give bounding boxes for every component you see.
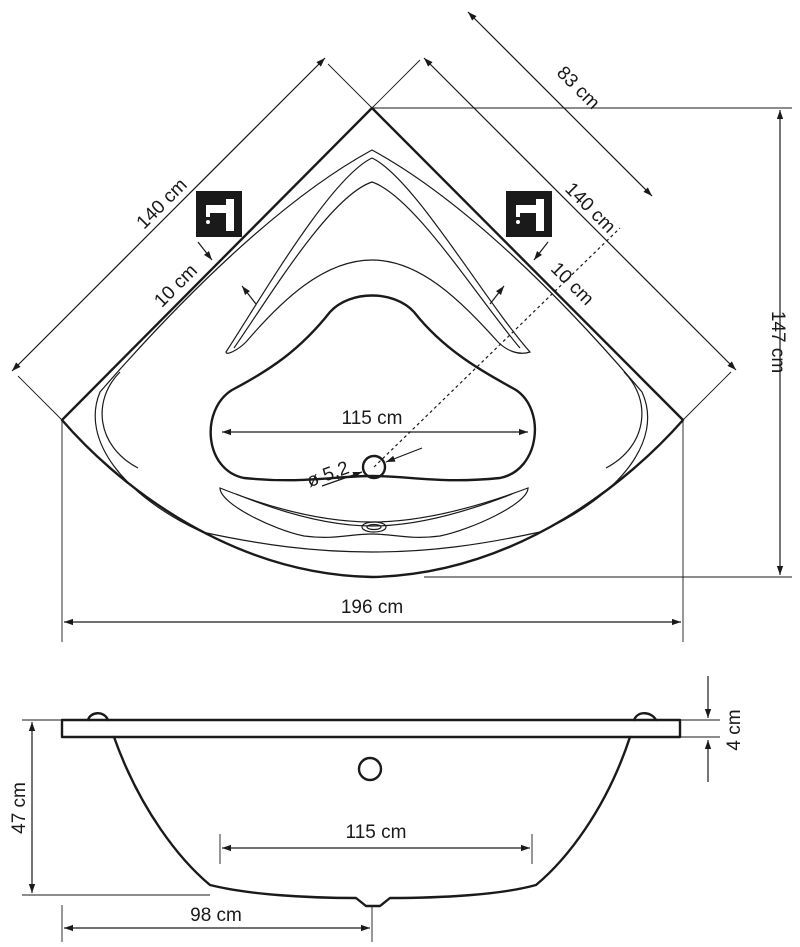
ext-line <box>327 63 373 109</box>
label-depth-corner: 83 cm <box>552 62 603 113</box>
overflow-hole <box>361 521 387 533</box>
faucet-icon <box>196 191 242 237</box>
top-view: 140 cm 83 cm 140 cm 147 cm 196 cm 115 cm… <box>11 11 792 642</box>
side-view: 4 cm 47 cm 115 cm 98 cm <box>9 676 745 942</box>
backrest-outer <box>225 157 532 354</box>
label-right-side: 140 cm <box>560 179 619 238</box>
label-left-side: 140 cm <box>133 175 192 234</box>
dim-line-right-side <box>423 57 737 371</box>
label-inner-width: 115 cm <box>342 408 403 429</box>
ext-line <box>682 371 732 421</box>
drain-hole <box>361 454 387 480</box>
dim-line-left-side <box>11 57 326 372</box>
side-body-outline <box>112 735 632 908</box>
front-bench-inner <box>235 493 513 527</box>
side-rim <box>60 718 682 739</box>
tub-outer-outline <box>60 106 685 579</box>
ext-line <box>17 375 63 421</box>
left-side-recess <box>101 371 139 469</box>
side-bump-right <box>632 712 658 722</box>
center-diagonal-line <box>373 227 621 468</box>
ext-line <box>371 59 421 109</box>
side-bump-left <box>86 712 110 722</box>
dim-arrow-rim-right-inner <box>489 285 505 305</box>
right-side-recess <box>605 371 643 469</box>
dim-arrow-drain-right <box>385 447 423 463</box>
label-drain: ø 5,2 <box>304 458 352 493</box>
dim-arrow-rim-left-outer <box>197 241 213 261</box>
overflow-hole-inner <box>366 523 382 531</box>
label-height: 147 cm <box>767 311 788 373</box>
side-overflow-hole <box>357 756 383 782</box>
dim-arrow-drain-left <box>321 471 363 487</box>
front-bench-outer <box>219 487 529 538</box>
label-side-inner-width: 115 cm <box>346 822 407 843</box>
basin-outline <box>209 294 537 482</box>
backrest-inner <box>233 181 521 349</box>
label-rim-right: 10 cm <box>546 258 597 309</box>
label-rim-thickness: 4 cm <box>724 709 745 750</box>
dim-line-depth-corner <box>467 11 653 197</box>
dim-arrow-rim-left-inner <box>241 285 257 305</box>
label-depth: 47 cm <box>9 782 30 834</box>
label-half-width: 98 cm <box>190 905 242 926</box>
tub-rim-line <box>94 149 649 553</box>
dim-arrow-rim-right-outer <box>533 241 549 261</box>
faucet-icon <box>506 191 552 237</box>
label-width: 196 cm <box>341 597 403 618</box>
